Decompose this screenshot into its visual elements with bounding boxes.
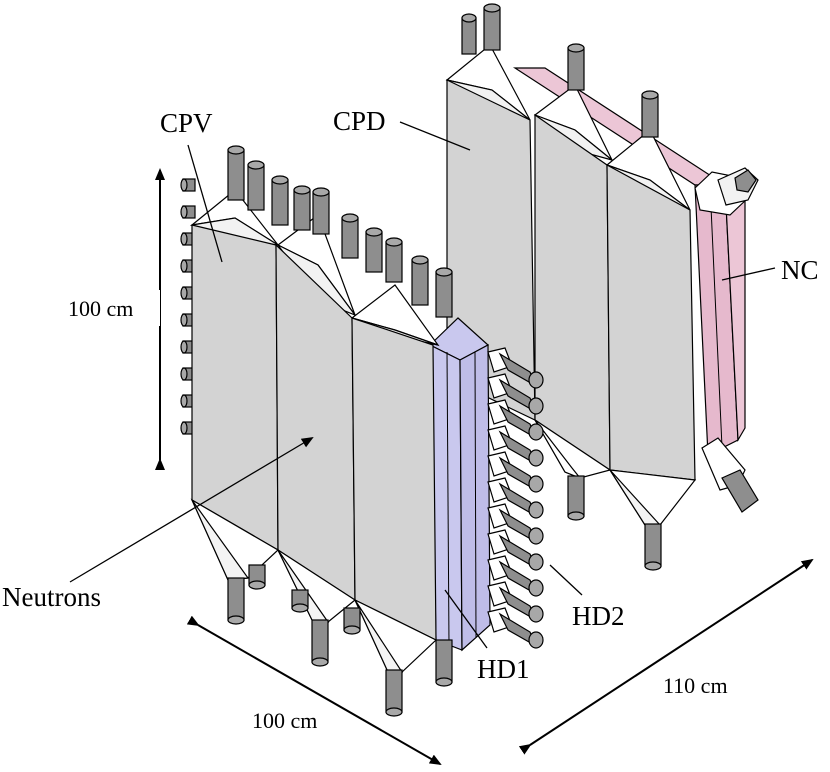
neutrons-label: Neutrons bbox=[2, 582, 101, 612]
cpv-pmt-bottom-2 bbox=[248, 564, 266, 590]
cpv-pmt-top-7 bbox=[365, 227, 383, 273]
cpv-pmt-top-6 bbox=[341, 213, 359, 259]
cpd-panel-3 bbox=[606, 163, 696, 481]
cpv-pmt-top-9 bbox=[411, 255, 429, 306]
cpd-detector bbox=[445, 3, 697, 571]
cpv-panel-3 bbox=[351, 317, 437, 641]
cpv-detector bbox=[180, 145, 453, 717]
cpv-leader-line bbox=[187, 144, 223, 263]
cpv-pmt-bottom-3 bbox=[311, 619, 329, 667]
neutrons-arrow bbox=[69, 436, 314, 583]
cpv-pmt-top-10 bbox=[435, 267, 453, 318]
nc-label: NC bbox=[781, 255, 819, 285]
cpv-top-pmt-row bbox=[227, 145, 453, 318]
cpd-panel-2 bbox=[534, 113, 611, 472]
width-dimension-arrow bbox=[186, 615, 442, 765]
nc-pmt-bottom bbox=[701, 437, 759, 513]
hd2-pmt-2 bbox=[487, 373, 544, 415]
hd1-label: HD1 bbox=[477, 654, 530, 684]
hd1-leader-line bbox=[444, 589, 488, 649]
cpv-pmt-top-2 bbox=[247, 160, 265, 211]
cpd-leader-line bbox=[399, 121, 471, 151]
cpv-side-pmt-2 bbox=[180, 205, 196, 219]
cpv-pmt-bottom-1 bbox=[227, 577, 245, 625]
cpv-pmt-top-1 bbox=[227, 145, 245, 201]
cpd-label: CPD bbox=[333, 106, 386, 136]
cpd-pmt-top-b bbox=[461, 13, 477, 55]
cpv-pmt-bottom-7 bbox=[435, 639, 453, 687]
hd2-pmt-4 bbox=[487, 425, 544, 467]
cpv-pmt-top-3 bbox=[271, 175, 289, 226]
cpd-pmt-bottom-b bbox=[644, 523, 662, 571]
width-dimension-label: 100 cm bbox=[252, 708, 317, 733]
cpv-pmt-top-8 bbox=[385, 237, 403, 283]
cpv-pmt-top-5 bbox=[312, 187, 330, 235]
cpv-pmt-bottom-6 bbox=[385, 669, 403, 717]
hd2-pmt-row bbox=[487, 347, 544, 649]
hd2-front bbox=[459, 344, 491, 652]
cpv-pmt-top-4 bbox=[293, 185, 311, 231]
cpv-pmt-bottom-4 bbox=[291, 589, 309, 613]
hd2-label: HD2 bbox=[572, 601, 625, 631]
cpv-side-pmt-1 bbox=[180, 178, 196, 192]
hd2-pmt-3 bbox=[487, 399, 544, 441]
cpd-pmt-top-a bbox=[483, 3, 501, 51]
hd2-pmt-1 bbox=[487, 347, 544, 389]
cpv-pmt-bottom-5 bbox=[343, 607, 361, 635]
cpv-side-pmt-8 bbox=[180, 367, 196, 381]
cpd-pmt-bottom-a bbox=[567, 475, 585, 521]
hd-detectors bbox=[428, 317, 544, 652]
depth-dimension-arrow bbox=[518, 558, 814, 755]
hd2-pmt-6 bbox=[487, 477, 544, 519]
nc-pmt-top bbox=[694, 167, 759, 216]
height-dimension-label: 100 cm bbox=[68, 296, 133, 321]
hd2-pmt-5 bbox=[487, 451, 544, 493]
cpv-label: CPV bbox=[160, 108, 213, 138]
depth-dimension-label: 110 cm bbox=[663, 673, 728, 698]
hd2-leader-line bbox=[549, 564, 583, 596]
cpd-pmt-top-c bbox=[567, 43, 585, 91]
hd2-pmt-7 bbox=[487, 503, 544, 545]
nc-leader-line bbox=[721, 267, 776, 281]
cpd-pmt-top-d bbox=[641, 90, 659, 138]
